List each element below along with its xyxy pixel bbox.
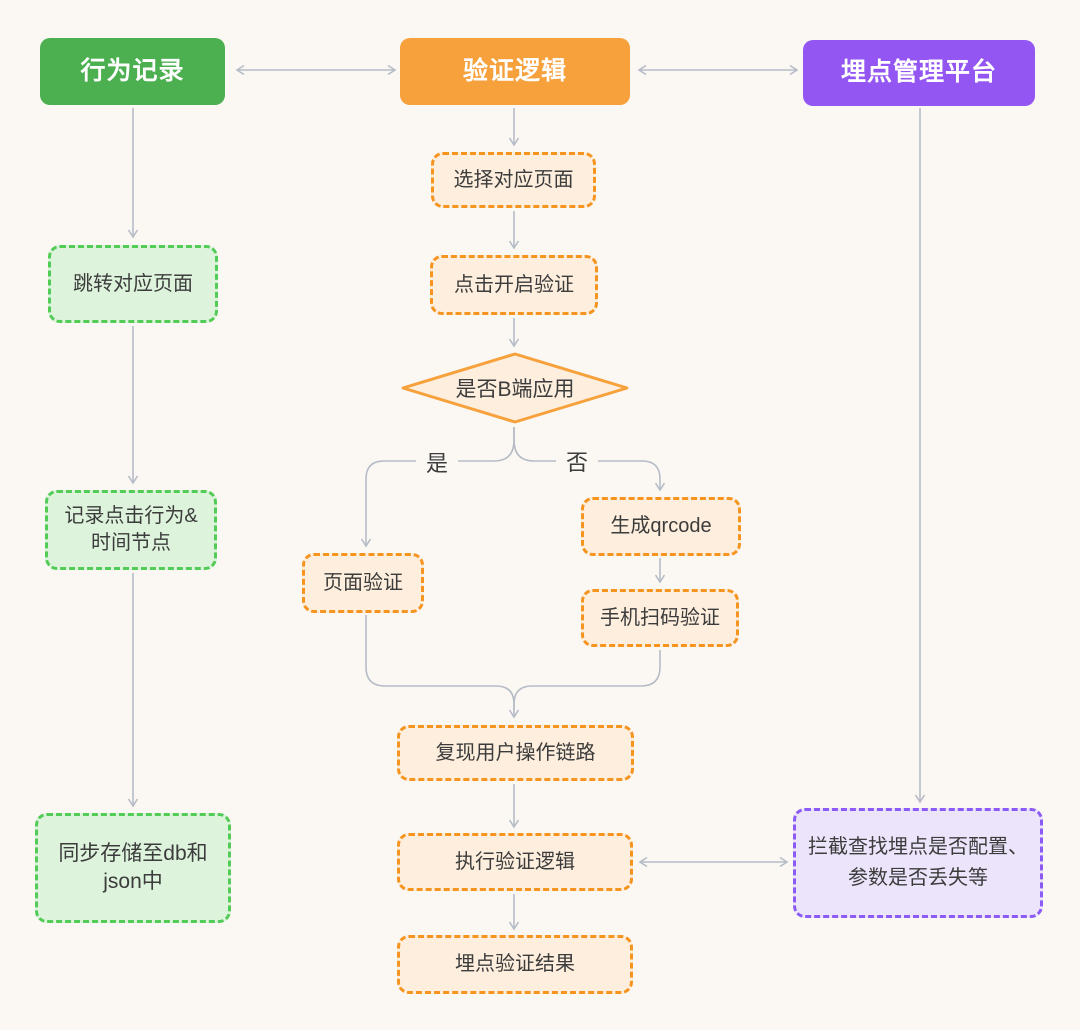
node-replay-user-chain-label: 复现用户操作链路	[435, 741, 596, 764]
node-record-clicks: 记录点击行为&时间节点	[45, 490, 217, 570]
decision-b-side-app: 是否B端应用	[400, 352, 630, 424]
header-behavior-record-label: 行为记录	[80, 56, 185, 85]
merge-left-line	[365, 615, 520, 719]
node-phone-scan-verify: 手机扫码验证	[581, 589, 739, 647]
header-tracking-platform: 埋点管理平台	[803, 40, 1035, 106]
node-start-verify-label: 点击开启验证	[454, 273, 574, 296]
node-start-verify: 点击开启验证	[430, 255, 598, 315]
node-jump-page-label: 跳转对应页面	[73, 272, 193, 295]
decision-b-side-app-label: 是否B端应用	[455, 378, 575, 401]
node-intercept-check: 拦截查找埋点是否配置、参数是否丢失等	[793, 808, 1043, 918]
node-tracking-verify-result: 埋点验证结果	[397, 935, 633, 994]
node-sync-store-label: 同步存储至db和json中	[58, 841, 208, 893]
merge-right-line	[513, 650, 661, 710]
node-record-clicks-label: 记录点击行为&时间节点	[64, 505, 198, 554]
node-select-page: 选择对应页面	[431, 152, 596, 208]
node-replay-user-chain: 复现用户操作链路	[397, 725, 634, 781]
node-page-verify: 页面验证	[302, 553, 424, 613]
node-execute-verify-logic: 执行验证逻辑	[397, 833, 633, 891]
header-verification-logic: 验证逻辑	[400, 38, 630, 105]
branch-label-yes: 是	[415, 444, 459, 480]
branch-label-no: 否	[555, 443, 599, 479]
header-verification-logic-label: 验证逻辑	[462, 56, 567, 85]
node-select-page-label: 选择对应页面	[453, 168, 574, 191]
node-sync-store: 同步存储至db和json中	[35, 813, 231, 923]
decision-diamond-shape	[401, 352, 629, 424]
node-tracking-verify-result-label: 埋点验证结果	[455, 953, 575, 975]
node-jump-page: 跳转对应页面	[48, 245, 218, 323]
node-generate-qrcode: 生成qrcode	[581, 497, 741, 556]
header-tracking-platform-label: 埋点管理平台	[840, 58, 997, 87]
node-generate-qrcode-label: 生成qrcode	[610, 515, 712, 537]
node-phone-scan-verify-label: 手机扫码验证	[600, 606, 720, 629]
node-execute-verify-logic-label: 执行验证逻辑	[455, 850, 575, 873]
node-intercept-check-label: 拦截查找埋点是否配置、参数是否丢失等	[808, 836, 1028, 889]
node-page-verify-label: 页面验证	[323, 571, 403, 594]
header-behavior-record: 行为记录	[40, 38, 225, 105]
